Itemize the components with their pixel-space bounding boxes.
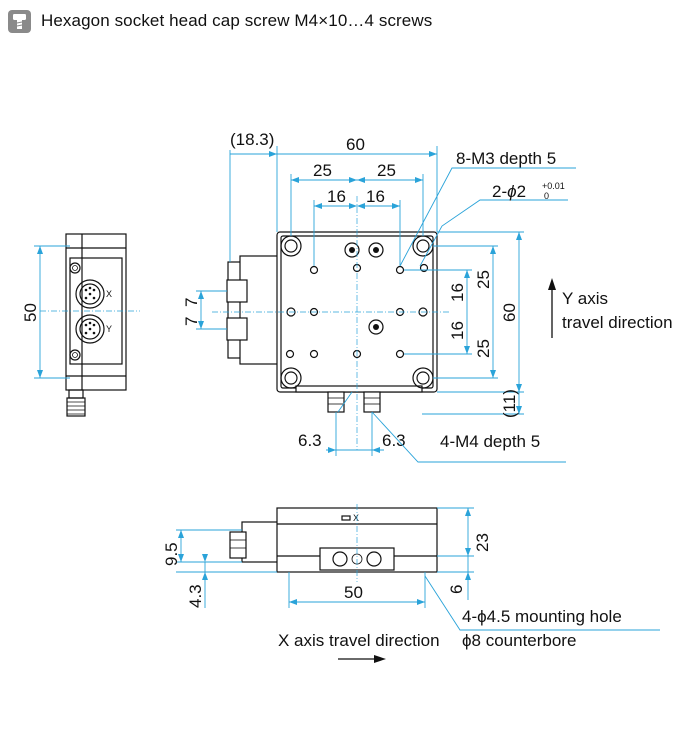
front-dim-base: 6 — [447, 585, 466, 594]
dim-height: 60 — [500, 303, 519, 322]
y-axis-label-line2: travel direction — [562, 313, 673, 332]
front-stamp-x: X — [353, 513, 359, 523]
note-pin-tol-upper: +0.01 — [542, 181, 565, 191]
dim-connector-7b: 7 — [182, 317, 201, 326]
side-dim-height: 50 — [21, 303, 40, 322]
note-m4: 4-M4 depth 5 — [440, 432, 540, 451]
connector-x-icon — [75, 279, 105, 309]
feedthrough-left — [327, 391, 345, 413]
dim-hole-left: 25 — [313, 161, 332, 180]
note-mount-line1: 4-ϕ4.5 mounting hole — [462, 607, 622, 626]
dim-width: 60 — [346, 135, 365, 154]
front-dim-height: 23 — [473, 533, 492, 552]
dim-connector-7a: 7 — [182, 298, 201, 307]
connector-y-icon — [75, 314, 105, 344]
dim-bottom-left: 6.3 — [298, 431, 322, 450]
dim-overall-offset: (18.3) — [230, 130, 274, 149]
dim-lower-16: 16 — [448, 321, 467, 340]
side-connector-y-label: Y — [106, 324, 112, 334]
dim-upper-16: 16 — [448, 283, 467, 302]
front-dim-connector-height: 9.5 — [162, 542, 181, 566]
dim-lower-25: 25 — [474, 339, 493, 358]
note-pin: 2-ϕ2 — [492, 182, 526, 201]
front-view: X 23 6 9.5 4.3 50 4-ϕ4.5 mounting hol — [162, 504, 660, 663]
side-connector-x-label: X — [106, 289, 112, 299]
front-dim-connector-offset: 4.3 — [186, 584, 205, 608]
front-dim-width: 50 — [344, 583, 363, 602]
note-pin-tol-lower: 0 — [544, 191, 549, 201]
header-title: Hexagon socket head cap screw M4×10…4 sc… — [41, 11, 433, 30]
note-m3: 8-M3 depth 5 — [456, 149, 556, 168]
header: Hexagon socket head cap screw M4×10…4 sc… — [8, 8, 432, 34]
dim-bottom-offset: (11) — [500, 389, 519, 418]
dim-upper-25: 25 — [474, 270, 493, 289]
screw-icon — [8, 9, 31, 33]
feedthrough-right — [363, 391, 381, 413]
side-view: X Y 50 — [21, 233, 140, 417]
top-view: (18.3) 60 25 25 16 16 60 25 2 — [182, 130, 673, 463]
x-axis-label: X axis travel direction — [278, 631, 440, 650]
dim-inner-right: 16 — [366, 187, 385, 206]
dim-bottom-right: 6.3 — [382, 431, 406, 450]
note-mount-line2: ϕ8 counterbore — [462, 631, 576, 650]
y-axis-label-line1: Y axis — [562, 289, 608, 308]
dim-hole-right: 25 — [377, 161, 396, 180]
dim-inner-left: 16 — [327, 187, 346, 206]
